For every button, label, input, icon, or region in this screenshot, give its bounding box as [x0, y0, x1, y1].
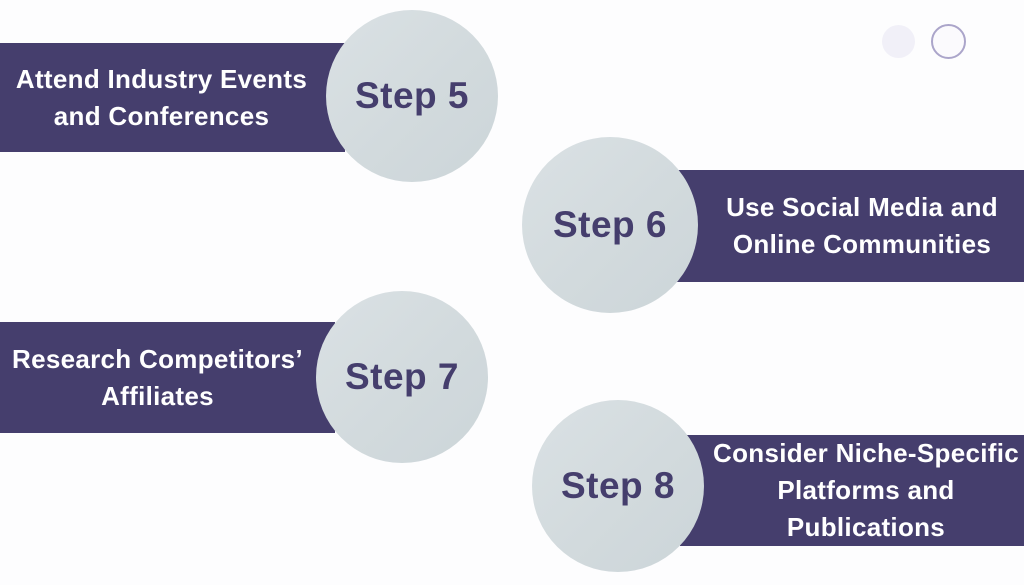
step-8-title: Consider Niche-Specific Platforms and Pu…: [713, 438, 1019, 542]
step-8-circle: Step 8: [532, 400, 704, 572]
step-6-label: Step 6: [552, 204, 668, 245]
step-7-label: Step 7: [344, 356, 460, 397]
step-6-title: Use Social Media and Online Communities: [726, 192, 998, 259]
step-5-label: Step 5: [354, 75, 470, 116]
step-8-label: Step 8: [560, 465, 676, 506]
step-5-title: Attend Industry Events and Conferences: [15, 63, 308, 131]
step-5-banner: Attend Industry Events and Conferences: [0, 43, 345, 152]
step-7-title: Research Competitors’ Affiliates: [12, 343, 303, 411]
step-8-banner: Consider Niche-Specific Platforms and Pu…: [680, 435, 1024, 546]
step-6-circle: Step 6: [522, 137, 698, 313]
step-5-circle: Step 5: [326, 10, 498, 182]
step-7-banner: Research Competitors’ Affiliates: [0, 322, 335, 433]
step-6-banner: Use Social Media and Online Communities: [660, 170, 1024, 282]
decorative-dot-outline: [931, 24, 966, 59]
step-7-circle: Step 7: [316, 291, 488, 463]
decorative-dot-filled: [882, 25, 915, 58]
